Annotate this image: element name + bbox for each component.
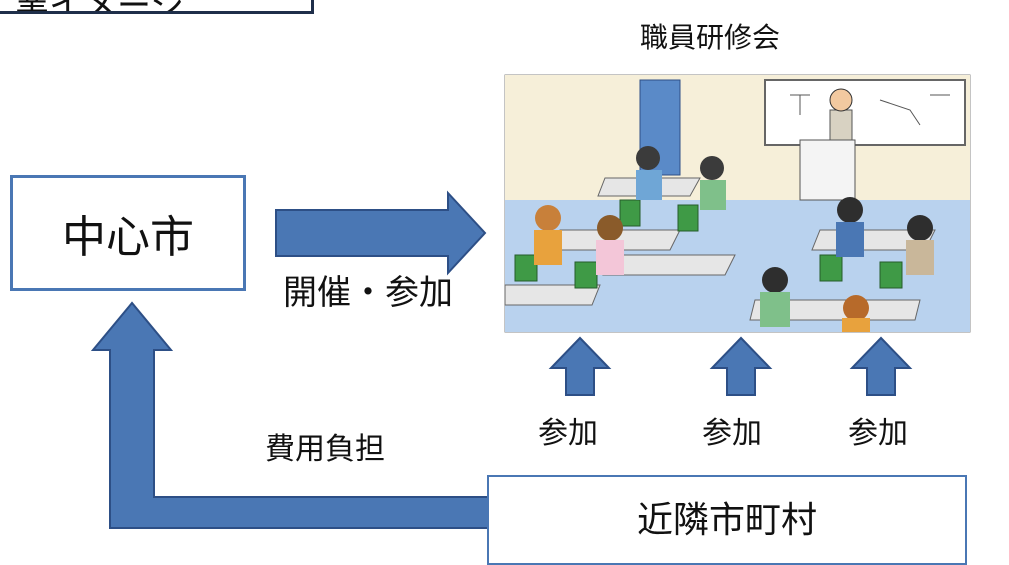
center-city-box: 中心市 [10, 175, 246, 291]
host-participate-label: 開催・参加 [283, 273, 453, 313]
title-box: 業イメージ [0, 0, 314, 14]
participation-label-1: 参加 [538, 416, 598, 451]
participation-arrow-2 [709, 336, 773, 396]
participation-arrow-1 [548, 336, 612, 396]
whiteboard-icon [764, 79, 966, 146]
teacher-icon [799, 88, 856, 201]
participation-arrow-3 [849, 336, 913, 396]
participation-label-3: 参加 [848, 416, 908, 451]
host-arrow [275, 190, 487, 276]
center-city-label: 中心市 [62, 212, 194, 263]
title-box-text: 業イメージ [15, 0, 184, 11]
diagram-canvas [90, 74, 971, 529]
seminar-illustration [504, 74, 971, 333]
students-icon [534, 146, 934, 332]
cost-burden-label: 費用負担 [265, 432, 385, 467]
participation-label-2: 参加 [702, 416, 762, 451]
seminar-title: 職員研修会 [640, 21, 781, 54]
neighbor-towns-box: 近隣市町村 [487, 475, 967, 565]
cost-arrow [90, 301, 493, 529]
neighbor-towns-label: 近隣市町村 [636, 500, 817, 541]
